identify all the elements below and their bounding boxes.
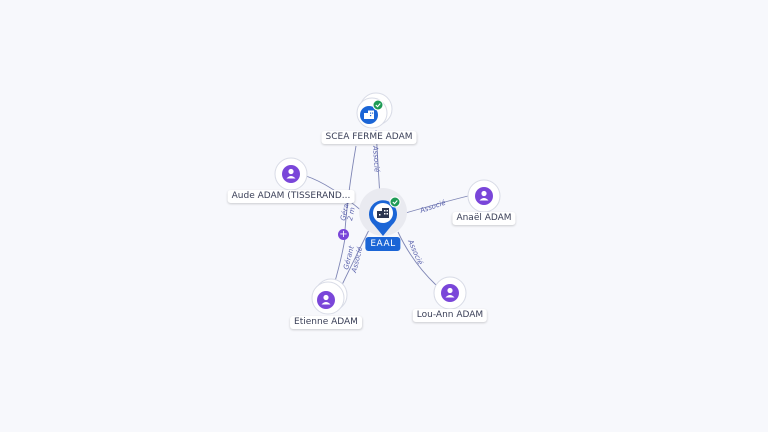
center-node[interactable] <box>359 188 407 236</box>
node-lou[interactable] <box>433 276 467 310</box>
edge-label-aude-2m: 2 m <box>346 206 357 221</box>
node-scea[interactable] <box>356 92 393 129</box>
person-icon <box>286 168 296 179</box>
node-etienne[interactable] <box>311 278 348 315</box>
edge-anael-eaal <box>401 195 469 215</box>
person-icon <box>479 190 489 201</box>
edge-lou-eaal <box>397 231 437 286</box>
building-icon <box>364 110 374 119</box>
check-badge-icon <box>372 99 384 111</box>
node-label-scea[interactable]: SCEA FERME ADAM <box>321 131 417 144</box>
node-aude[interactable] <box>274 157 308 191</box>
node-label-etienne[interactable]: Etienne ADAM <box>290 316 362 329</box>
expand-button[interactable]: + <box>338 229 349 240</box>
node-label-anael[interactable]: Anaël ADAM <box>452 212 516 225</box>
node-label-lou[interactable]: Lou-Ann ADAM <box>412 309 488 322</box>
node-label-aude[interactable]: Aude ADAM (TISSERAND... <box>227 190 355 203</box>
building-icon <box>377 208 389 218</box>
edge-label-anael: Associé <box>418 198 447 215</box>
person-icon <box>321 294 331 305</box>
person-icon <box>445 287 455 298</box>
center-node-label[interactable]: EAAL <box>365 237 401 251</box>
edge-label-scea: Associé <box>371 145 381 174</box>
edge-aude-eaal-a <box>305 175 364 213</box>
node-anael[interactable] <box>467 179 501 213</box>
check-badge-icon <box>389 196 401 208</box>
